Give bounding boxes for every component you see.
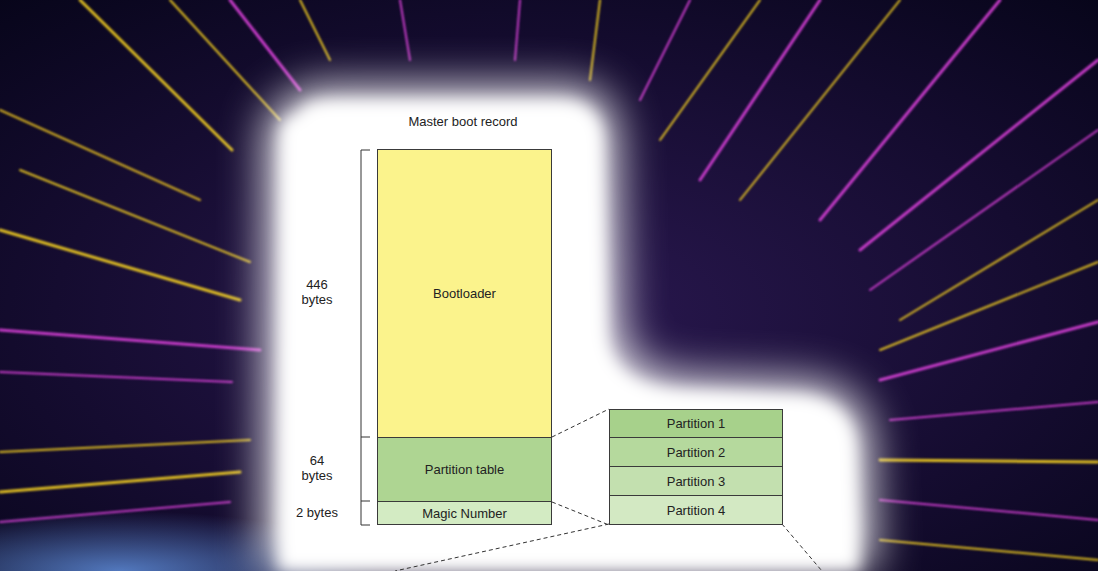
size-label: 64 bytes	[295, 453, 339, 483]
partition-box: Partition 2	[609, 437, 783, 467]
zoom-connector	[552, 409, 609, 437]
bootloader-box: Bootloader	[377, 149, 552, 438]
glow-core	[278, 100, 860, 571]
partition-box: Partition 1	[609, 409, 783, 438]
magic-number-box: Magic Number	[377, 501, 552, 525]
size-bracket	[361, 150, 370, 525]
box-label: Partition 4	[663, 503, 730, 518]
partition-box: Partition 4	[609, 495, 783, 525]
box-label: Partition table	[421, 462, 509, 477]
zoom-lines	[395, 524, 822, 571]
box-label: Magic Number	[418, 506, 511, 521]
box-label: Partition 2	[663, 445, 730, 460]
box-label: Partition 1	[663, 416, 730, 431]
zoom-connector	[552, 502, 609, 525]
partition-table-box: Partition table	[377, 437, 552, 502]
diagram-title: Master boot record	[408, 114, 517, 129]
box-label: Bootloader	[429, 286, 500, 301]
glow-halo	[262, 85, 876, 571]
size-label: 446 bytes	[295, 277, 339, 307]
box-label: Partition 3	[663, 474, 730, 489]
partition-box: Partition 3	[609, 466, 783, 496]
size-label: 2 bytes	[295, 505, 339, 520]
